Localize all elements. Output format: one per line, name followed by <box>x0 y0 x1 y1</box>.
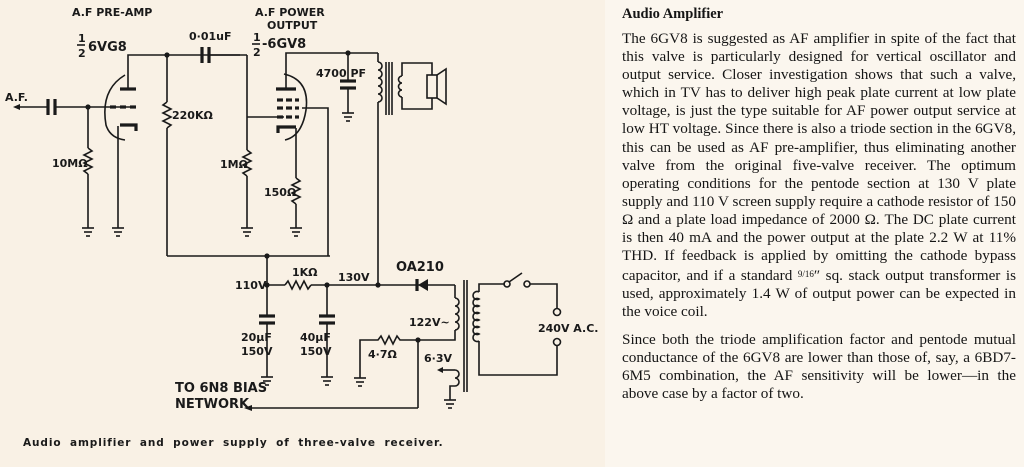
article-heading: Audio Amplifier <box>622 6 724 22</box>
label-dropping-resistor: 1KΩ <box>292 266 318 279</box>
figure-caption: Audio amplifier and power supply of thre… <box>23 437 444 449</box>
label-cathode-resistor: 150Ω <box>264 186 297 199</box>
label-bias-network-1: TO 6N8 BIAS <box>175 381 267 396</box>
bias-arrow-icon <box>244 405 252 411</box>
fraction: 9/16 <box>797 269 814 280</box>
speaker-icon <box>426 67 447 106</box>
article-paragraph-2: Since both the triode amplification fact… <box>622 330 1016 402</box>
label-preamp-valve: 6VG8 <box>88 40 127 55</box>
paragraph-1-end: ″ sq. stack output transformer is used, … <box>622 267 1017 321</box>
label-coupling-cap: 0·01uF <box>189 30 232 43</box>
dropping-resistor-icon <box>284 279 312 291</box>
label-power-fraction-num: 1 <box>253 31 261 44</box>
power-grid-resistor-icon <box>241 149 253 177</box>
paragraph-1-text: The 6GV8 is suggested as AF amplifier in… <box>622 30 1016 285</box>
grid-leak-resistor-icon <box>82 147 94 175</box>
heater-tap-arrow-icon <box>437 367 455 373</box>
label-screen-voltage: 110V <box>235 279 267 292</box>
schematic-figure: A.F PRE-AMP 1 2 6VG8 0·01uF A.F POWER OU… <box>5 6 599 449</box>
label-rectifier: OA210 <box>396 260 444 275</box>
label-bias-resistor: 4·7Ω <box>368 348 397 361</box>
label-filter-cap-2-voltage: 150V <box>300 345 332 358</box>
label-af-power-2: OUTPUT <box>267 19 318 32</box>
mains-terminal-icon <box>552 307 562 317</box>
label-secondary-voltage: 122V~ <box>409 316 450 329</box>
label-af-power-1: A.F POWER <box>255 6 325 19</box>
label-plate-cap: 4700 PF <box>316 67 366 80</box>
filter-capacitor-1-icon <box>259 314 275 325</box>
plate-capacitor-icon <box>340 79 356 90</box>
label-preamp-fraction-num: 1 <box>78 32 86 45</box>
plate-load-resistor-icon <box>161 101 173 129</box>
mains-transformer-icon <box>418 280 558 400</box>
article-column: Audio Amplifier The 6GV8 is suggested as… <box>622 6 1016 412</box>
circuit-diagram: A.F PRE-AMP 1 2 6VG8 0·01uF A.F POWER OU… <box>5 6 598 412</box>
label-filter-cap-1-voltage: 150V <box>241 345 273 358</box>
article-paragraph-1: The 6GV8 is suggested as AF amplifier in… <box>622 30 1016 322</box>
label-power-fraction-den: 2 <box>253 46 261 59</box>
label-preamp-fraction-den: 2 <box>78 47 86 60</box>
label-plate-voltage: 130V <box>338 271 370 284</box>
label-heater-voltage: 6·3V <box>424 352 452 365</box>
label-filter-cap-2-value: 40µF <box>300 331 331 344</box>
ground-icon <box>112 227 124 237</box>
ground-icon <box>444 399 456 409</box>
label-plate-load: 220KΩ <box>172 109 213 122</box>
label-power-valve: -6GV8 <box>262 37 306 52</box>
cathode-resistor-icon <box>290 177 302 205</box>
pentode-valve-icon <box>276 73 308 141</box>
label-grid-leak: 10MΩ <box>52 157 88 170</box>
rectifier-diode-icon <box>415 279 428 291</box>
ground-icon <box>241 227 253 237</box>
label-mains: 240V A.C. <box>538 322 598 335</box>
filter-capacitor-2-icon <box>319 314 335 325</box>
ground-icon <box>261 376 273 386</box>
bias-resistor-icon <box>359 334 418 378</box>
label-af-preamp: A.F PRE-AMP <box>72 6 152 19</box>
power-switch-icon[interactable] <box>503 272 531 288</box>
label-power-grid-resistor: 1MΩ <box>220 158 249 171</box>
ground-icon <box>290 227 302 237</box>
output-transformer-icon <box>377 61 433 115</box>
ground-icon <box>321 376 333 386</box>
input-capacitor-icon <box>46 99 57 115</box>
ground-icon <box>342 112 354 122</box>
ground-icon <box>82 227 94 237</box>
label-filter-cap-1-value: 20µF <box>241 331 272 344</box>
label-af-input: A.F. <box>5 91 28 104</box>
mains-terminal-icon <box>552 337 562 347</box>
ground-icon <box>354 377 366 387</box>
label-bias-network-2: NETWORK <box>175 397 250 412</box>
